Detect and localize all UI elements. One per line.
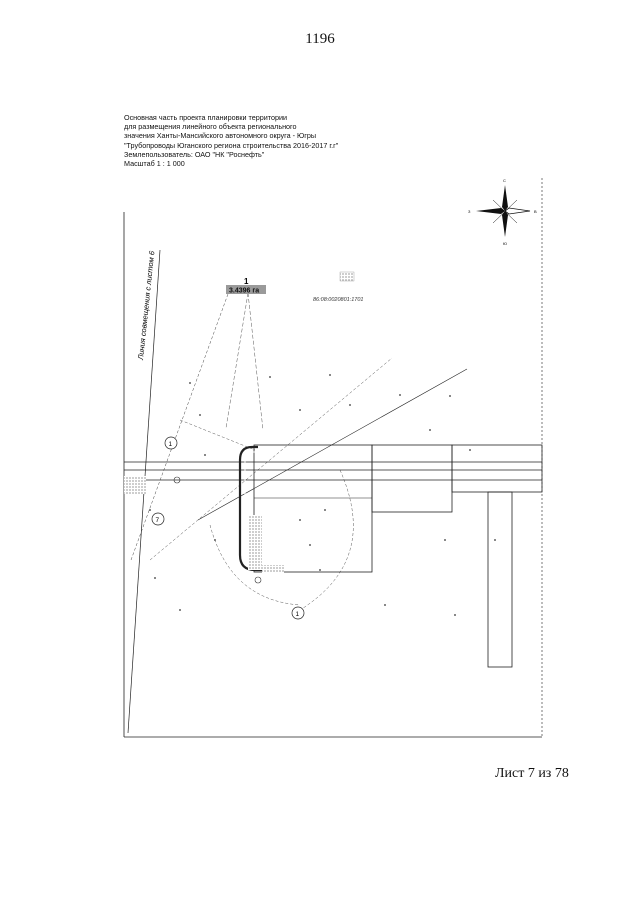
header-line-5: Землепользователь: ОАО "НК "Роснефть" [124,149,265,159]
svg-text:1: 1 [169,441,173,448]
sheet-counter: Лист 7 из 78 [495,766,569,781]
callout-circle-1: 1 [164,436,178,450]
parcel-number: 1 [244,277,249,286]
parcel-area-label: 3.4396 га [229,288,259,295]
right-block [451,444,543,493]
hatched-area-left [124,476,146,494]
header-line-6: Масштаб 1 : 1 000 [124,159,185,169]
hatched-area-pipe [248,515,262,570]
svg-text:1: 1 [296,611,300,618]
parcel-outline [253,444,373,573]
dashed-line-1 [130,293,229,561]
cadastral-marker [339,271,355,282]
page-number: 1196 [305,31,335,47]
header-line-1: Основная часть проекта планировки террит… [124,113,287,122]
hatched-area-bottom [262,565,284,573]
callout-circle-1-bottom: 1 [291,606,305,620]
survey-points [149,374,496,616]
leader-line-2 [247,292,264,431]
header-line-3: значения Ханты-Мансийского автономного о… [124,131,317,141]
north-letter: С [503,178,506,183]
header-line-4: "Трубопроводы Юганского региона строител… [124,140,339,150]
north-arrow-icon [476,185,531,237]
vertical-strip [487,491,513,668]
west-letter: З [468,209,471,214]
dashed-curve-1 [179,419,256,451]
east-letter: В [534,209,537,214]
dashed-line-2 [149,357,393,561]
plan-header: Основная часть проекта планировки террит… [124,113,338,168]
dashed-curve-2 [299,469,354,611]
svg-text:7: 7 [156,517,160,524]
south-letter: Ю [503,241,507,246]
adjacent-block [371,444,453,513]
header-line-2: для размещения линейного объекта региона… [124,122,297,132]
leader-line [225,292,249,429]
road-diagonal-line [197,368,468,521]
callout-circle-7: 7 [151,512,165,526]
cadastral-number: 86:08:0020801:1701 [313,297,363,303]
parcel-area-badge [226,285,266,294]
equipment-marker [173,476,262,584]
